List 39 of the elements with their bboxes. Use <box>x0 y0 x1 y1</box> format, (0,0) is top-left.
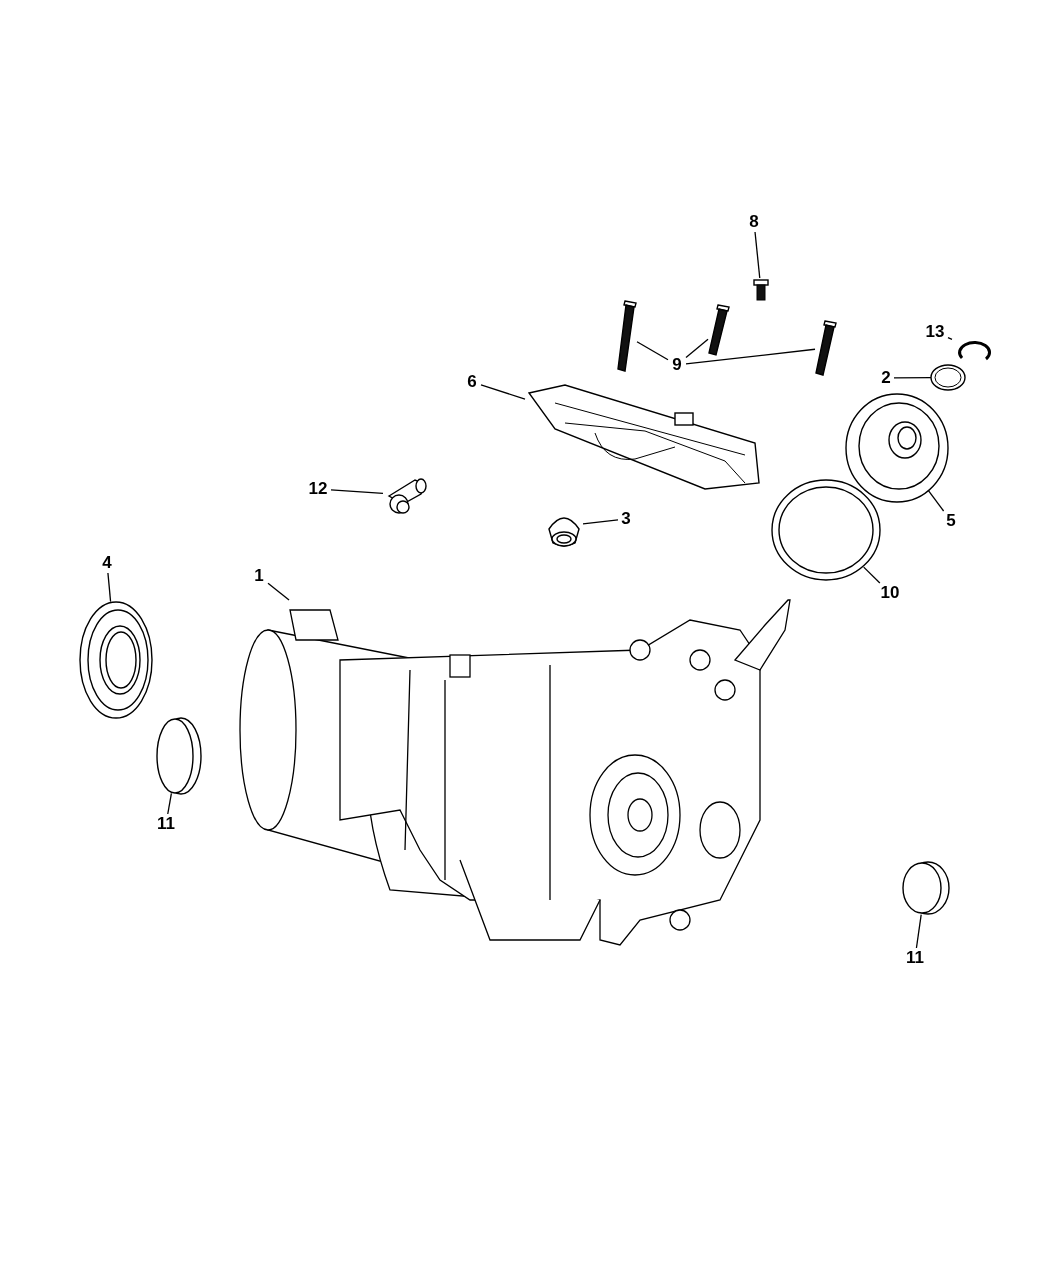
leader-line <box>927 489 945 512</box>
seal-drawing <box>78 600 154 720</box>
ring-drawing <box>930 364 966 391</box>
callout-number: 2 <box>878 368 894 388</box>
callout-number: 4 <box>98 553 116 573</box>
leader-line <box>863 566 881 584</box>
leader-line <box>480 384 526 400</box>
plug-drawing <box>900 860 950 916</box>
leader-line <box>893 377 932 379</box>
bolt-drawing <box>617 300 637 372</box>
callout-number: 3 <box>618 509 634 529</box>
bolt-drawing <box>708 304 730 356</box>
leader-line <box>330 489 384 495</box>
leader-line <box>636 341 669 361</box>
leader-line <box>947 337 953 341</box>
leader-line <box>167 792 173 815</box>
callout-number: 11 <box>153 814 179 834</box>
callout-number: 8 <box>744 212 764 232</box>
leader-line <box>754 231 761 279</box>
cover-drawing <box>525 383 761 491</box>
callout-number: 13 <box>922 322 948 342</box>
cover-drawing <box>845 393 949 503</box>
leader-line <box>685 338 709 359</box>
callout-number: 9 <box>668 355 686 375</box>
callout-number: 10 <box>877 583 903 603</box>
bolt-drawing <box>815 320 837 376</box>
callout-number: 1 <box>250 566 268 586</box>
leader-line <box>107 572 112 603</box>
leader-line <box>267 582 290 601</box>
callout-number: 11 <box>902 948 928 968</box>
callout-number: 5 <box>942 511 960 531</box>
callout-number: 6 <box>463 372 481 392</box>
leader-line <box>582 519 619 525</box>
o-ring-drawing <box>770 478 882 582</box>
callout-number: 12 <box>305 479 331 499</box>
leader-line <box>915 914 922 949</box>
bolt-drawing <box>751 278 771 302</box>
leader-line <box>685 348 816 365</box>
plug-drawing <box>154 716 202 796</box>
